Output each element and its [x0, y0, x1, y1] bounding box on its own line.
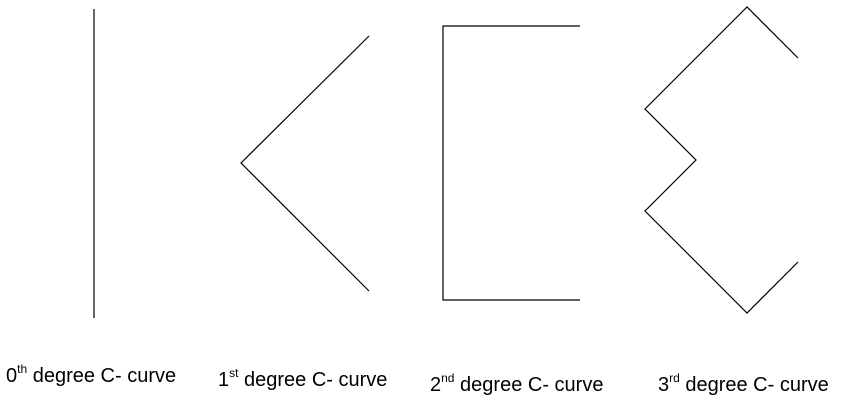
caption-degree-text: degree C- curve — [454, 374, 604, 396]
caption-degree-ordinal: rd — [669, 371, 680, 386]
caption-degree-number: 2 — [430, 374, 442, 396]
caption-degree-text: degree C- curve — [238, 369, 388, 391]
caption-degree-0: 0th degree C- curve — [6, 362, 177, 388]
caption-degree-ordinal: th — [17, 362, 28, 377]
caption-degree-ordinal: nd — [441, 371, 455, 386]
caption-degree-1: 1st degree C- curve — [218, 366, 388, 392]
caption-degree-2: 2nd degree C- curve — [430, 371, 604, 397]
caption-degree-text: degree C- curve — [679, 374, 829, 396]
c-curve-degree-3 — [644, 6, 799, 314]
caption-degree-number: 3 — [658, 374, 670, 396]
caption-degree-ordinal: st — [229, 366, 239, 381]
caption-degree-number: 0 — [6, 365, 18, 387]
caption-degree-3: 3rd degree C- curve — [658, 371, 829, 397]
c-curve-degree-2 — [442, 25, 580, 301]
c-curve-degree-1 — [240, 35, 370, 292]
caption-degree-text: degree C- curve — [27, 365, 177, 387]
caption-degree-number: 1 — [218, 369, 230, 391]
